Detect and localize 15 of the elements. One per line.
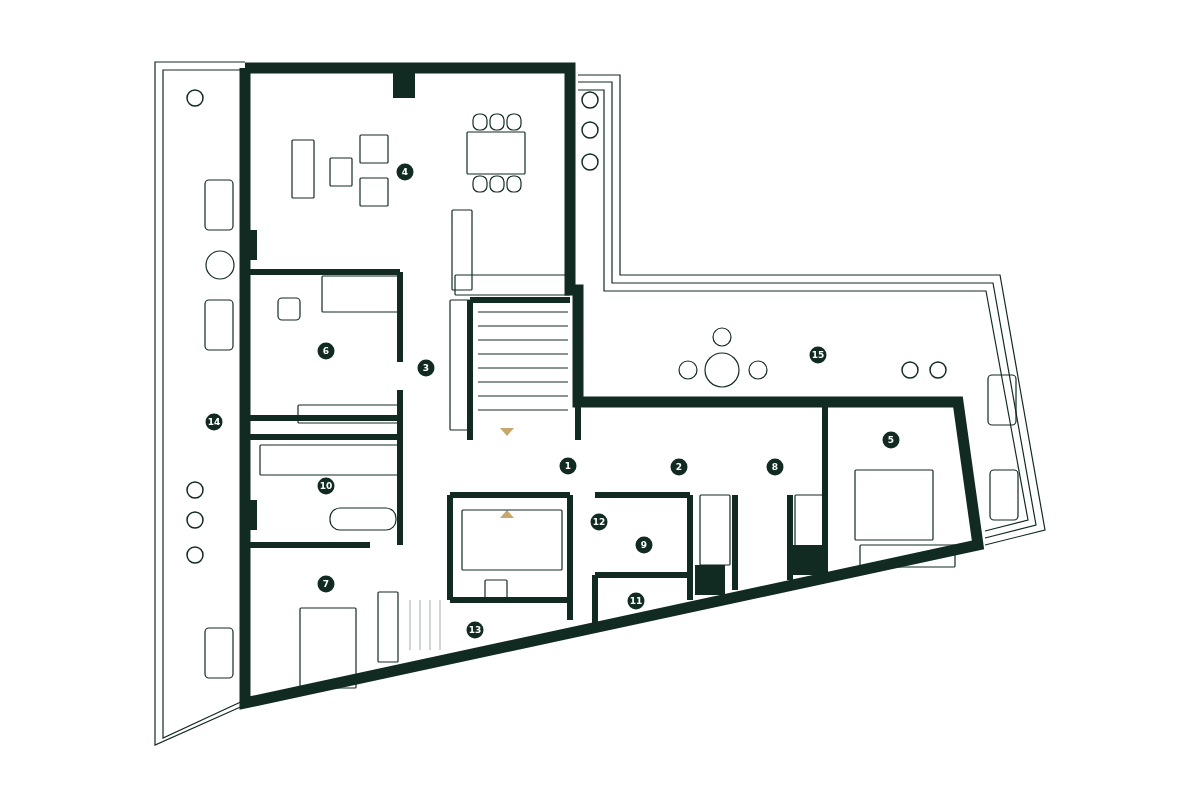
room-number: 10	[317, 477, 335, 495]
room-number: 5	[882, 431, 900, 449]
room-number: 14	[205, 413, 223, 431]
room-number: 7	[317, 575, 335, 593]
room-number: 1	[559, 457, 577, 475]
room-number: 2	[670, 458, 688, 476]
room-number: 9	[635, 536, 653, 554]
room-number: 4	[396, 163, 414, 181]
room-number: 15	[809, 346, 827, 364]
room-number: 3	[417, 359, 435, 377]
room-number: 6	[317, 342, 335, 360]
room-number: 12	[590, 513, 608, 531]
room-number: 13	[466, 621, 484, 639]
room-number: 11	[627, 592, 645, 610]
room-number: 8	[766, 458, 784, 476]
